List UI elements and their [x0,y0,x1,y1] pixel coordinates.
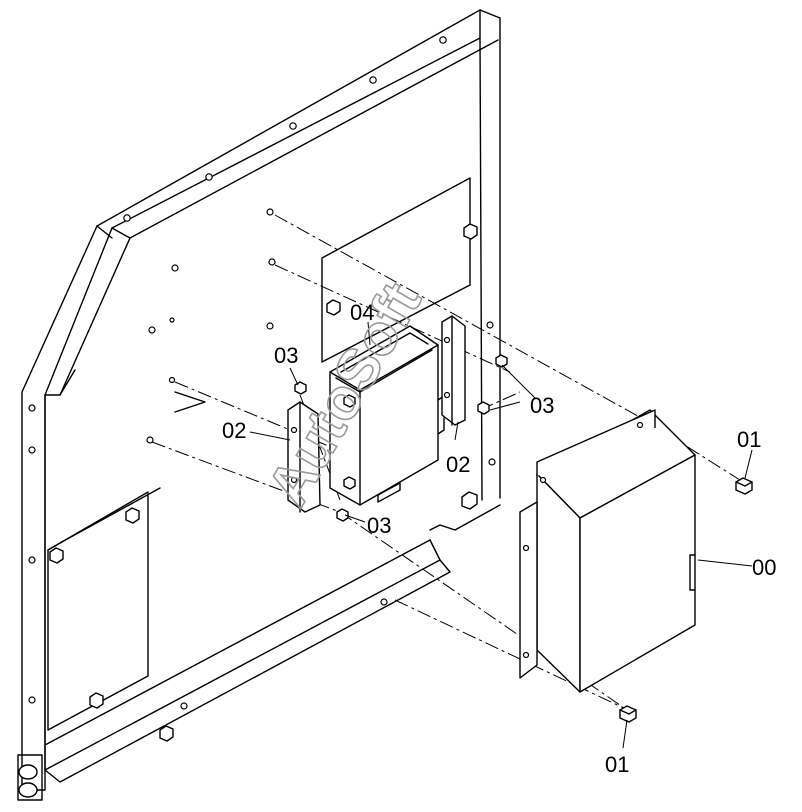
panel-upper-pad [321,177,471,363]
callout-02-right: 02 [446,452,470,477]
panel-lower-pad [47,487,161,731]
callout-00: 00 [752,555,776,580]
bracket-02-left [287,401,321,513]
bracket-02-right [441,315,466,426]
pad-nuts [49,223,478,742]
callout-02-left: 02 [222,418,246,443]
mounting-panel [17,9,501,801]
panel-holes [28,36,496,710]
callout-04: 04 [350,300,374,325]
screws-03 [294,354,508,522]
control-unit-04 [329,325,445,506]
bolts-01 [619,477,753,723]
callout-03-bottom: 03 [367,513,391,538]
leader-lines [249,321,753,749]
callout-03-top: 03 [274,343,298,368]
cover-00 [519,409,696,693]
callout-03-right: 03 [530,393,554,418]
callout-01-bottom: 01 [605,752,629,777]
callout-01-top: 01 [737,427,761,452]
